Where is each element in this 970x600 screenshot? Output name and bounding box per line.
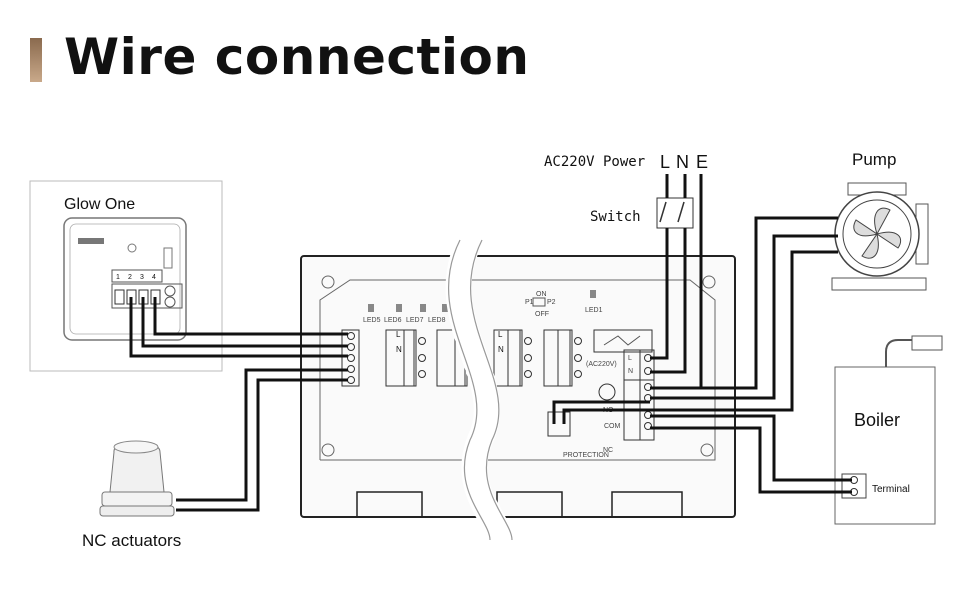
switch-p1-label: P1 <box>525 299 534 306</box>
actuator-wires <box>176 368 348 512</box>
protection-label: PROTECTION <box>563 452 609 459</box>
zone1-n-label: N <box>396 345 402 354</box>
switch-off-label: OFF <box>535 311 549 318</box>
led8-label: LED8 <box>428 317 446 324</box>
ac220v-label: (AC220V) <box>586 361 617 368</box>
zone3-n-label: N <box>498 345 504 354</box>
thermostat-icon: Glow One 1 2 3 4 <box>29 180 223 372</box>
led6-label: LED6 <box>384 317 402 324</box>
power-n-label: N <box>628 368 633 375</box>
power-label: AC220V Power <box>544 154 645 170</box>
boiler-icon <box>834 335 943 525</box>
thermostat-label: Glow One <box>64 196 135 213</box>
wiring-center-icon: LED5 LED6 LED7 LED8 LED1 ON P1 P2 OFF <box>300 255 736 518</box>
switch-icon <box>656 197 694 229</box>
led7-label: LED7 <box>406 317 424 324</box>
zone1-l-label: L <box>396 330 401 339</box>
pump-wires <box>650 216 838 412</box>
boiler-wires <box>650 414 852 494</box>
led1-label: LED1 <box>585 307 603 314</box>
terminal-4-label: 4 <box>152 274 156 281</box>
pump-label: Pump <box>852 150 896 169</box>
switch-on-label: ON <box>536 291 547 298</box>
relay-com-label: COM <box>604 423 621 430</box>
pump-icon <box>831 182 929 291</box>
title-accent-bar <box>30 38 42 82</box>
power-line-n: N <box>676 152 689 172</box>
power-line-e: E <box>696 152 708 172</box>
protection-wires <box>552 400 650 424</box>
power-l-label: L <box>628 355 632 362</box>
terminal-label: Terminal <box>872 484 910 495</box>
terminal-1-label: 1 <box>116 274 120 281</box>
zone3-l-label: L <box>498 330 503 339</box>
actuator-icon <box>99 440 175 517</box>
led5-label: LED5 <box>363 317 381 324</box>
boiler-label: Boiler <box>854 410 900 430</box>
switch-label: Switch <box>590 209 641 225</box>
thermostat-wires <box>129 297 348 358</box>
actuators-label: NC actuators <box>82 531 181 550</box>
page-title: Wire connection <box>64 28 530 86</box>
relay-nc-label: NC <box>603 447 613 454</box>
power-line-l: L <box>660 152 670 172</box>
thermostat-terminal-numbers: 1 2 3 4 <box>116 274 156 281</box>
terminal-2-label: 2 <box>128 274 132 281</box>
cutaway-break <box>445 234 513 542</box>
switch-p2-label: P2 <box>547 299 556 306</box>
terminal-3-label: 3 <box>140 274 144 281</box>
